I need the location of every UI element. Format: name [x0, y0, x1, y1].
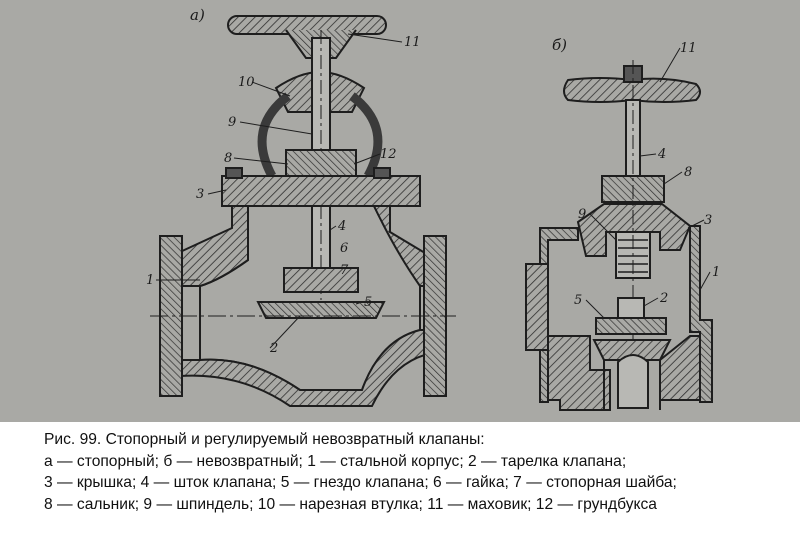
caption-line: а — стопорный; б — невозвратный; 1 — ста… [44, 452, 627, 470]
callout-a-12: 12 [380, 147, 397, 162]
callout-b-8: 8 [684, 165, 692, 180]
view-a-label: а) [190, 6, 205, 24]
view-a-stop-valve [150, 15, 456, 407]
callout-b-11: 11 [680, 41, 697, 56]
view-b-valve-disc [595, 317, 667, 335]
leader-lines [156, 33, 711, 349]
callout-a-2: 2 [269, 341, 278, 356]
figure-caption: Рис. 99. Стопорный и регулируемый невозв… [0, 422, 800, 533]
callout-a-6: 6 [340, 241, 348, 256]
view-a-valve-seat [256, 301, 386, 319]
callout-a-1: 1 [146, 273, 154, 288]
valve-drawing-svg: а) 11 10 9 8 12 3 4 6 7 1 5 2 [146, 6, 720, 411]
view-a-labels: а) 11 10 9 8 12 3 4 6 7 1 5 2 [146, 6, 421, 356]
caption-title: Рис. 99. Стопорный и регулируемый невозв… [44, 431, 485, 448]
caption-line: 3 — крышка; 4 — шток клапана; 5 — гнездо… [44, 474, 677, 491]
caption-line: 8 — сальник; 9 — шпиндель; 10 — нарезная… [44, 495, 657, 513]
callout-a-4: 4 [337, 219, 346, 234]
callout-a-7: 7 [340, 263, 349, 278]
callout-a-8: 8 [224, 151, 232, 166]
callout-a-9: 9 [228, 115, 236, 130]
view-b-bonnet [576, 203, 692, 257]
view-b-label: б) [552, 36, 567, 54]
callout-a-5: 5 [364, 295, 372, 310]
callout-a-3: 3 [196, 187, 204, 202]
callout-b-1: 1 [712, 265, 720, 280]
callout-b-5: 5 [574, 293, 582, 308]
callout-b-3: 3 [704, 213, 712, 228]
view-b-check-valve [525, 60, 713, 411]
callout-a-10: 10 [238, 75, 255, 90]
callout-b-4: 4 [657, 147, 666, 162]
view-b-labels: б) 11 4 8 9 3 1 5 2 [552, 36, 720, 308]
callout-a-11: 11 [404, 35, 421, 50]
callout-b-2: 2 [659, 291, 668, 306]
valve-drawing: а) 11 10 9 8 12 3 4 6 7 1 5 2 [0, 0, 800, 422]
callout-b-9: 9 [578, 207, 586, 222]
view-a-valve-disc [283, 267, 359, 293]
view-a-gland [285, 149, 357, 177]
view-a-bonnet [221, 175, 421, 207]
